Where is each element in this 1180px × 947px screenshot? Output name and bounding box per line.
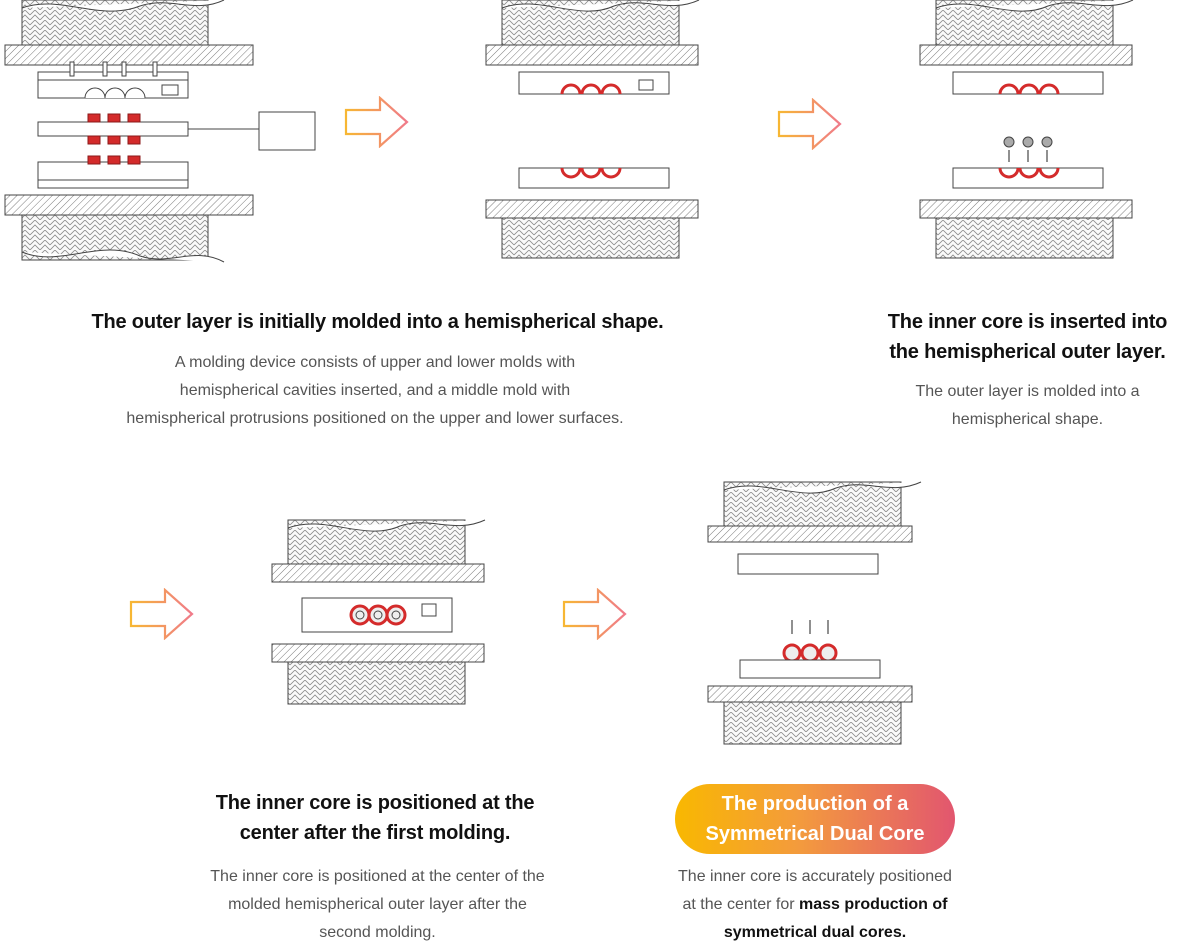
step1-title: The outer layer is initially molded into… xyxy=(91,311,664,333)
hollow-gradient-arrow-2 xyxy=(777,98,842,150)
down-arrow-icon xyxy=(1008,150,1048,162)
step1-description: A molding device consists of upper and l… xyxy=(126,354,624,427)
step3-description: The inner core is positioned at the cent… xyxy=(210,868,545,941)
mold-diagram-step2 xyxy=(485,0,700,259)
hollow-gradient-arrow-3 xyxy=(129,588,194,640)
core-ball-1 xyxy=(1003,136,1015,148)
step2-title: The inner core is inserted into the hemi… xyxy=(887,311,1168,363)
hollow-gradient-arrow-1 xyxy=(344,96,409,148)
core-ball-3 xyxy=(1041,136,1053,148)
hollow-gradient-arrow-4 xyxy=(562,588,627,640)
final-step-pill: The production of a Symmetrical Dual Cor… xyxy=(675,784,955,854)
mold-diagram-step1 xyxy=(4,0,316,263)
mold-diagram-step4 xyxy=(271,519,486,705)
core-ball-2 xyxy=(1022,136,1034,148)
step4-description: The inner core is accurately positioned … xyxy=(678,868,952,941)
mold-diagram-step5 xyxy=(707,481,922,745)
mold-diagram-step3 xyxy=(919,0,1134,259)
up-arrow-icon xyxy=(791,620,829,634)
step3-title: The inner core is positioned at the cent… xyxy=(215,792,535,844)
step2-description: The outer layer is molded into a hemisph… xyxy=(915,383,1140,428)
